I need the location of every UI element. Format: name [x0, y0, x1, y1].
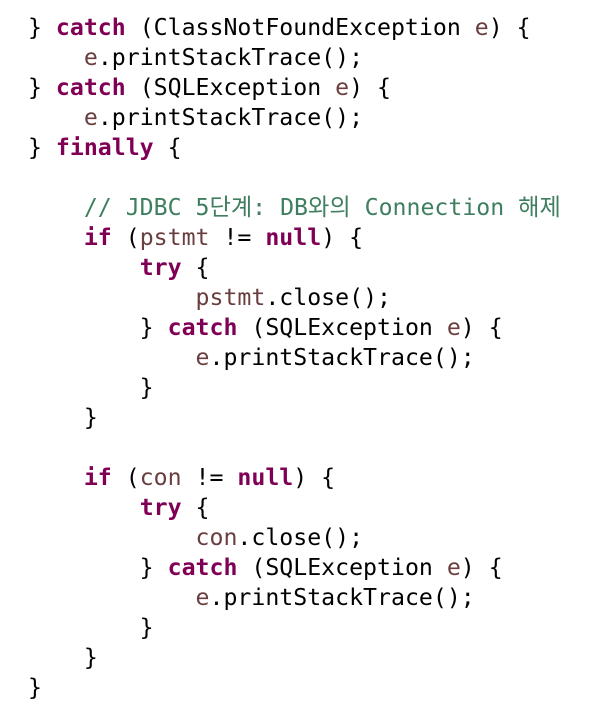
code-token	[28, 584, 196, 611]
code-line: try {	[28, 253, 561, 283]
code-line: }	[28, 613, 561, 643]
code-line: pstmt.close();	[28, 283, 561, 313]
variable-token: e	[474, 14, 489, 41]
code-token: (SQLException	[125, 74, 336, 101]
keyword-token: null	[265, 224, 322, 251]
code-token: }	[28, 404, 98, 431]
code-block[interactable]: } catch (ClassNotFoundException e) { e.p…	[28, 13, 561, 703]
code-token: .close();	[237, 524, 364, 551]
code-line	[28, 163, 561, 193]
variable-token: con	[195, 524, 238, 551]
variable-token: pstmt	[139, 224, 210, 251]
code-line: e.printStackTrace();	[28, 43, 561, 73]
code-token: .printStackTrace();	[209, 344, 475, 371]
code-token: }	[28, 674, 42, 701]
code-token	[28, 524, 196, 551]
keyword-token: try	[139, 254, 182, 281]
variable-token: e	[195, 344, 210, 371]
code-token	[28, 224, 84, 251]
comment-token: // JDBC 5단계: DB와의 Connection 해제	[83, 194, 561, 221]
variable-token: e	[195, 584, 210, 611]
code-token	[28, 254, 140, 281]
code-line: } finally {	[28, 133, 561, 163]
code-token: !=	[209, 224, 266, 251]
keyword-token: try	[139, 494, 182, 521]
code-token: .printStackTrace();	[97, 104, 364, 131]
code-token: ) {	[460, 554, 503, 581]
code-token: (SQLException	[237, 314, 447, 341]
code-token: .close();	[265, 284, 391, 311]
code-line: }	[28, 403, 561, 433]
code-token: }	[28, 14, 56, 41]
variable-token: con	[139, 464, 182, 491]
code-token: }	[28, 554, 168, 581]
code-line: try {	[28, 493, 561, 523]
code-token: (	[111, 224, 140, 251]
code-token: !=	[181, 464, 238, 491]
code-token	[28, 284, 196, 311]
code-line: }	[28, 373, 561, 403]
variable-token: e	[335, 74, 350, 101]
code-token: .printStackTrace();	[209, 584, 475, 611]
code-line: } catch (SQLException e) {	[28, 553, 561, 583]
keyword-token: null	[237, 464, 294, 491]
keyword-token: catch	[167, 314, 238, 341]
code-token: }	[28, 314, 168, 341]
keyword-token: catch	[167, 554, 238, 581]
variable-token: e	[446, 554, 461, 581]
variable-token: e	[446, 314, 461, 341]
code-line: } catch (SQLException e) {	[28, 313, 561, 343]
code-line: e.printStackTrace();	[28, 103, 561, 133]
variable-token: pstmt	[195, 284, 266, 311]
code-line: e.printStackTrace();	[28, 583, 561, 613]
code-line: e.printStackTrace();	[28, 343, 561, 373]
code-token: ) {	[349, 74, 391, 101]
code-token: (SQLException	[237, 554, 447, 581]
code-line: }	[28, 673, 561, 703]
code-line: if (con != null) {	[28, 463, 561, 493]
code-line: con.close();	[28, 523, 561, 553]
code-token: .printStackTrace();	[97, 44, 364, 71]
variable-token: e	[83, 104, 98, 131]
code-token: }	[28, 74, 56, 101]
keyword-token: if	[83, 464, 112, 491]
code-token: ) {	[488, 14, 531, 41]
code-line: if (pstmt != null) {	[28, 223, 561, 253]
code-token: }	[28, 614, 154, 641]
keyword-token: catch	[55, 14, 126, 41]
code-token	[28, 494, 140, 521]
code-token	[28, 464, 84, 491]
keyword-token: catch	[55, 74, 126, 101]
code-token: ) {	[293, 464, 336, 491]
code-token: (	[111, 464, 140, 491]
code-token: ) {	[460, 314, 503, 341]
code-token	[28, 344, 196, 371]
code-token: (ClassNotFoundException	[125, 14, 475, 41]
code-token: {	[181, 254, 210, 281]
code-token	[28, 44, 84, 71]
code-line	[28, 433, 561, 463]
code-token: }	[28, 374, 154, 401]
code-token	[28, 104, 84, 131]
code-token: }	[28, 644, 98, 671]
code-line: } catch (ClassNotFoundException e) {	[28, 13, 561, 43]
code-line: }	[28, 643, 561, 673]
keyword-token: if	[83, 224, 112, 251]
code-token: ) {	[321, 224, 364, 251]
code-token: {	[153, 134, 182, 161]
code-token: }	[28, 134, 56, 161]
variable-token: e	[83, 44, 98, 71]
code-token: {	[181, 494, 210, 521]
code-line: // JDBC 5단계: DB와의 Connection 해제	[28, 193, 561, 223]
code-token	[28, 194, 84, 221]
keyword-token: finally	[55, 134, 154, 161]
code-line: } catch (SQLException e) {	[28, 73, 561, 103]
